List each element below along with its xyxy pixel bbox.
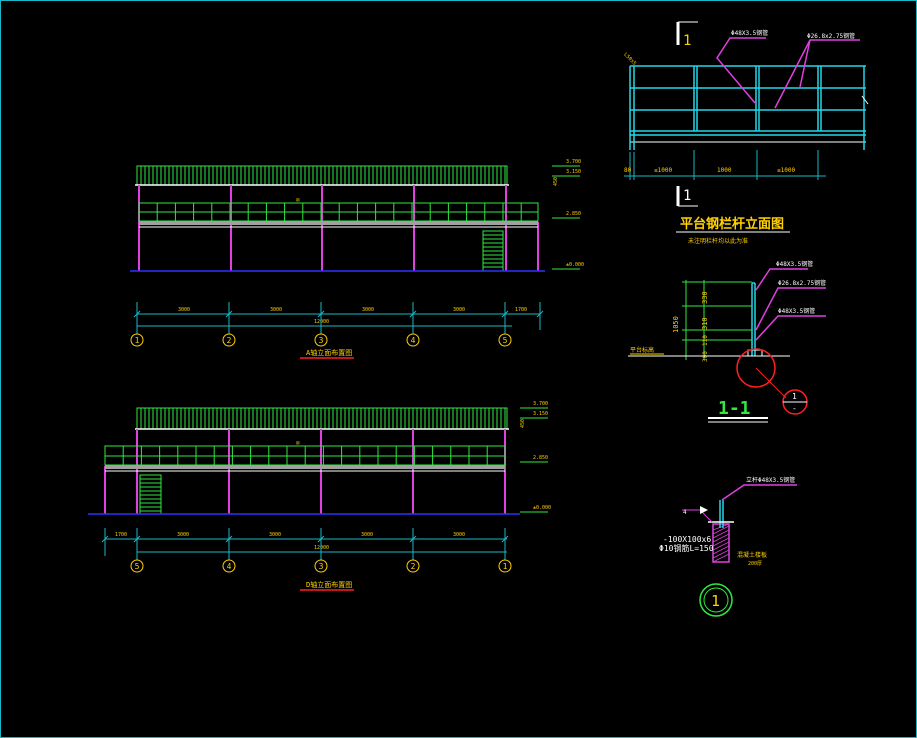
- dim-a-4: 3000: [453, 307, 465, 313]
- rail-label: Φ26.8x2.75钢管: [807, 32, 855, 40]
- level-ground-d: ±0.000: [533, 505, 551, 511]
- dim-a-2: 3000: [270, 307, 282, 313]
- railing-elevation: 1 Φ48X3.5钢管 Φ26.8x2.75钢管 L50x5: [622, 21, 869, 245]
- detail-post-label: 立杆Φ48X3.5钢管: [746, 476, 795, 484]
- detail-ref: -: [792, 404, 797, 413]
- detail-1: 立杆Φ48X3.5钢管 4 -100X100x6 Φ10钢筋L=150 混凝土楼…: [659, 476, 797, 617]
- level-markers-d: 3.700 3.150 2.850 ±0.000 450: [520, 401, 551, 513]
- elevation-d-title: D轴立面布置图: [306, 580, 352, 589]
- side-dim: 450: [553, 177, 559, 186]
- detail-bubble: [699, 583, 733, 617]
- anchor-label: Φ10钢筋L=150: [659, 543, 714, 553]
- level-top: 3.700: [566, 159, 581, 165]
- level-eave: 3.150: [566, 169, 581, 175]
- detail-mark: 1: [792, 392, 797, 401]
- level-markers-a: 3.700 3.150 2.850 ±0.000 450: [552, 159, 584, 270]
- dimensions-d: 1700 3000 3000 3000 3000 12000: [101, 528, 509, 556]
- concrete-sub: 200厚: [748, 561, 762, 567]
- axis-label: 4: [227, 562, 232, 571]
- axis-label: 2: [411, 562, 416, 571]
- dim-a-5: 1700: [515, 307, 527, 313]
- dim-d-2: 3000: [177, 532, 189, 538]
- section-mark-bottom: 1: [683, 188, 691, 204]
- axis-label: 3: [319, 336, 324, 345]
- stair-d: [139, 474, 162, 515]
- level-eave-d: 3.150: [533, 411, 548, 417]
- concrete-slab: [712, 523, 730, 563]
- post-label: Φ48X3.5钢管: [731, 29, 768, 37]
- dim-d-3: 3000: [269, 532, 281, 538]
- axis-bubble: [222, 559, 236, 573]
- level-top-d: 3.700: [533, 401, 548, 407]
- elevation-d: 钢 3.700 3.150 2.850 ±0.000 450 1700 3000…: [88, 401, 551, 591]
- dim-d-4: 3000: [361, 532, 373, 538]
- stair: [482, 230, 504, 272]
- axis-bubbles-d: 5 4 3 2 1: [130, 536, 512, 573]
- angle-label: L50x5: [622, 52, 637, 67]
- dim-a-1: 3000: [178, 307, 190, 313]
- axis-bubble: [314, 559, 328, 573]
- height-2: 310: [701, 317, 709, 330]
- axis-bubble: [222, 333, 236, 347]
- total-height: 1050: [672, 316, 680, 333]
- axis-bubble: [406, 333, 420, 347]
- axis-bubble: [498, 559, 512, 573]
- elevation-a: 钢 3.700 3.150 2.850 ±0.000 450 3000 3000…: [130, 159, 584, 359]
- height-1: 330: [701, 291, 709, 304]
- section-mark-top: 1: [683, 33, 691, 49]
- svg-text:钢: 钢: [296, 197, 300, 202]
- level-platform-d: 2.850: [533, 455, 548, 461]
- axis-bubble: [314, 333, 328, 347]
- dim-d-1: 1700: [115, 532, 127, 538]
- height-3: 110: [702, 335, 709, 346]
- section-label-1: Φ48X3.5钢管: [776, 260, 813, 268]
- rail-dim-2: ≤1000: [654, 167, 672, 174]
- axis-label: 2: [227, 336, 232, 345]
- axis-label: 5: [135, 562, 140, 571]
- axis-bubble: [498, 333, 512, 347]
- dim-a-total: 12000: [314, 319, 329, 325]
- axis-label: 5: [503, 336, 508, 345]
- level-platform: 2.850: [566, 211, 581, 217]
- dimensions-a: 3000 3000 3000 3000 1700 12000: [133, 302, 544, 330]
- side-dim-d: 450: [520, 419, 526, 428]
- platform-slab-d: [105, 465, 505, 469]
- detail-callout-circle: [736, 348, 776, 388]
- axis-bubble: [130, 559, 144, 573]
- concrete-label: 混凝土楼板: [737, 551, 767, 559]
- railing-elevation-title: 平台钢栏杆立面图: [680, 216, 784, 232]
- dim-d-5: 3000: [453, 532, 465, 538]
- section-1-1: 1050 330 310 110 300 Φ48X3.5钢管 Φ26.8x2.7…: [628, 260, 826, 423]
- railing-elevation-note: 未注明栏杆均以此为准: [688, 237, 748, 245]
- axis-label: 3: [319, 562, 324, 571]
- section-label-2: Φ26.8x2.75钢管: [778, 279, 826, 287]
- axis-label: 1: [135, 336, 140, 345]
- axis-bubble: [130, 333, 144, 347]
- columns: [138, 185, 539, 271]
- section-label-3: Φ48X3.5钢管: [778, 307, 815, 315]
- rail-dim-1: 80: [624, 167, 632, 174]
- rail-dim-4: ≤1000: [777, 167, 795, 174]
- dim-d-total: 12000: [314, 545, 329, 551]
- svg-text:钢: 钢: [296, 440, 300, 445]
- detail-bubble-label: 1: [711, 592, 720, 610]
- axis-label: 4: [411, 336, 416, 345]
- section-title: 1-1: [718, 398, 751, 419]
- axis-label: 1: [503, 562, 508, 571]
- level-ground: ±0.000: [566, 262, 584, 268]
- weld-label: 4: [683, 509, 687, 516]
- rail-dim-3: 1000: [717, 167, 732, 174]
- platform-label: 平台标高: [630, 346, 654, 354]
- dim-a-3: 3000: [362, 307, 374, 313]
- roof-cladding-d: [136, 407, 508, 430]
- elevation-a-title: A轴立面布置图: [306, 348, 352, 357]
- platform-slab: [139, 221, 538, 225]
- roof-cladding: [136, 165, 508, 186]
- axis-bubbles-a: 1 2 3 4 5: [130, 310, 512, 347]
- axis-bubble: [406, 559, 420, 573]
- railing: [138, 202, 539, 222]
- plate-label: -100X100x6: [663, 535, 711, 544]
